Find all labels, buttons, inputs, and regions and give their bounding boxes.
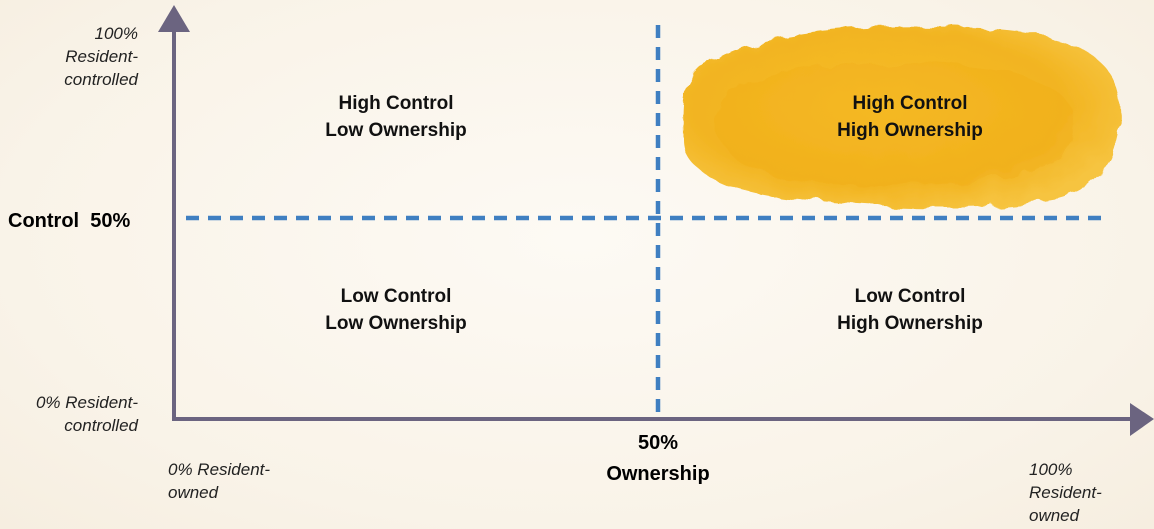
y-axis-bottom-label: 0% Resident- controlled (4, 391, 138, 437)
quadrant-subtitle: Low Ownership (325, 120, 467, 141)
quadrant-low-control-high-ownership: Low Control High Ownership (790, 283, 1030, 337)
ownership-word: Ownership (606, 463, 710, 485)
highlight-blob (683, 26, 1120, 208)
quadrant-title: High Control (338, 93, 454, 114)
quadrant-title: High Control (852, 93, 968, 114)
x-axis-right-label: 100% Resident- owned (1029, 458, 1102, 527)
ownership-percent: 50% (637, 432, 679, 454)
quadrant-title: Low Control (340, 286, 452, 307)
x-right-label-line: Resident- (1029, 483, 1102, 502)
quadrant-low-control-low-ownership: Low Control Low Ownership (276, 283, 516, 337)
quadrant-high-control-low-ownership: High Control Low Ownership (276, 90, 516, 144)
y-axis-top-label: 100% Resident- controlled (10, 22, 138, 91)
y-axis-arrowhead (158, 5, 190, 32)
x-axis-arrowhead (1130, 403, 1154, 436)
x-right-label-line: 100% (1029, 460, 1073, 479)
y-top-label-line: controlled (64, 70, 138, 89)
x-left-label-line: 0% Resident- (168, 460, 271, 479)
y-bottom-label-line: controlled (64, 416, 138, 435)
quadrant-subtitle: Low Ownership (325, 313, 467, 334)
x-axis-left-label: 0% Resident- owned (168, 458, 270, 504)
y-bottom-label-line: 0% Resident- (35, 393, 138, 412)
ownership-midline-label: 50% Ownership (578, 428, 738, 490)
y-top-label-line: 100% (94, 24, 138, 43)
quadrant-subtitle: High Ownership (837, 313, 983, 334)
x-right-label-line: owned (1029, 506, 1080, 525)
x-left-label-line: owned (168, 483, 219, 502)
y-top-label-line: Resident- (65, 47, 138, 66)
quadrant-subtitle: High Ownership (837, 120, 983, 141)
quadrant-title: Low Control (854, 286, 966, 307)
control-midline-label: Control 50% (8, 210, 131, 232)
quadrant-high-control-high-ownership: High Control High Ownership (790, 90, 1030, 144)
